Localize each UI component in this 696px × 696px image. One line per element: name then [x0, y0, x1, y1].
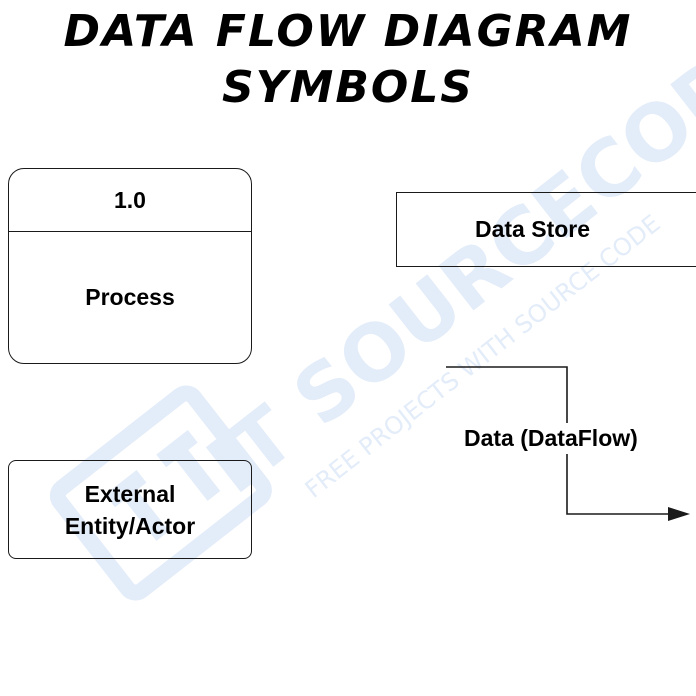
external-entity-label-line1: External [84, 480, 176, 507]
data-store-label: Data Store [475, 216, 591, 242]
external-entity-label-line2: Entity/Actor [64, 512, 196, 539]
arrowhead-icon [668, 507, 690, 521]
process-id: 1.0 [9, 169, 251, 232]
process-symbol: 1.0 Process [8, 168, 252, 364]
external-entity-symbol: External Entity/Actor [8, 460, 252, 559]
process-label: Process [85, 283, 175, 310]
page-title-line1: DATA FLOW DIAGRAM [63, 6, 633, 57]
data-store-symbol: Data Store [396, 192, 696, 267]
page-title-line2: SYMBOLS [221, 62, 474, 113]
data-flow-label: Data (DataFlow) [462, 423, 640, 454]
